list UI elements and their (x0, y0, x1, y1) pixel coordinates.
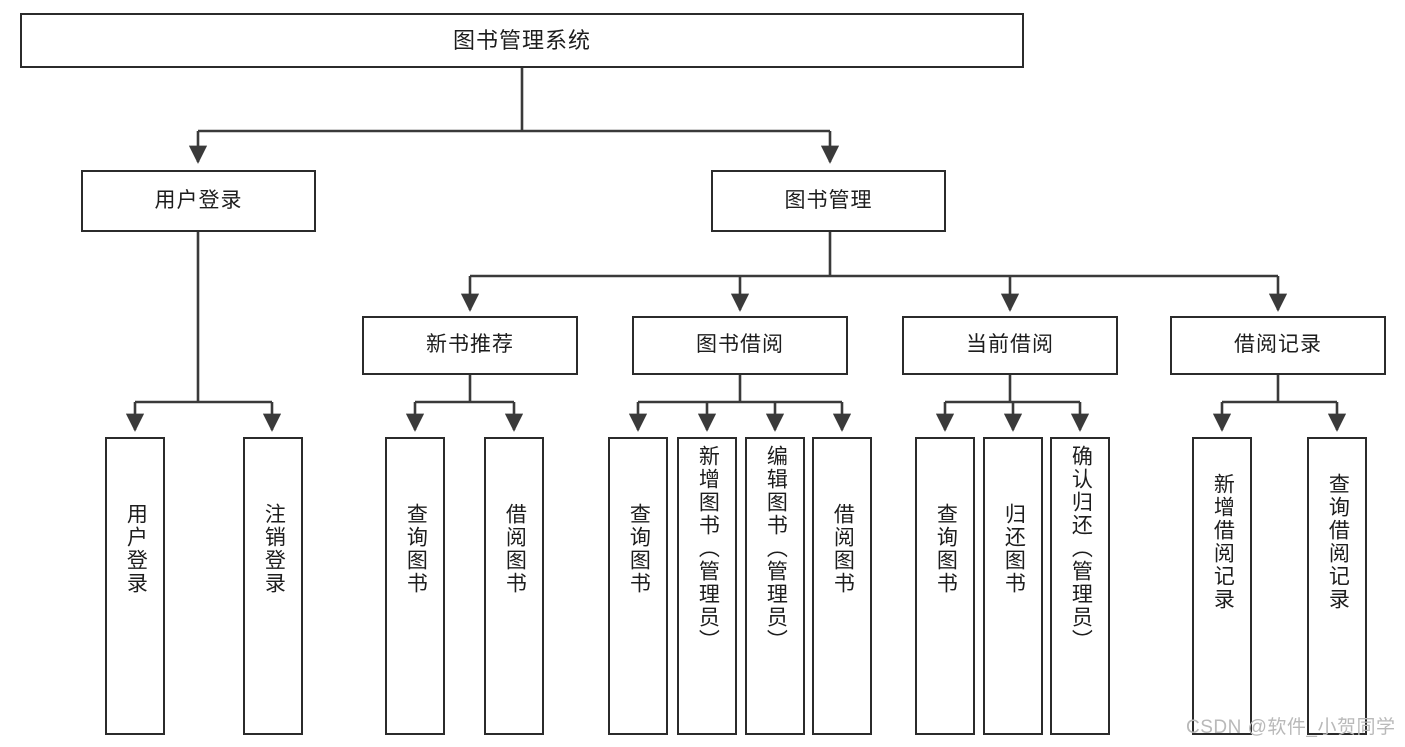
node-label: 编辑图书（管理员） (764, 445, 788, 652)
node-label: 查询图书 (404, 503, 428, 595)
node-label: 查询借阅记录 (1326, 473, 1350, 611)
leaf-book-borrow-edit-book-admin[interactable]: 编辑图书（管理员） (745, 437, 805, 735)
node-label: 查询图书 (627, 503, 651, 595)
node-label: 图书借阅 (696, 333, 784, 357)
leaf-new-book-query-book[interactable]: 查询图书 (385, 437, 445, 735)
leaf-current-borrow-confirm-return-admin[interactable]: 确认归还（管理员） (1050, 437, 1110, 735)
watermark-text: CSDN @软件_小贺同学 (1186, 717, 1396, 738)
node-label: 用户登录 (154, 188, 243, 212)
node-label: 注销登录 (262, 503, 286, 595)
node-label: 借阅记录 (1234, 333, 1322, 357)
node-label: 确认归还（管理员） (1069, 445, 1093, 652)
node-label: 借阅图书 (831, 503, 855, 595)
leaf-book-borrow-borrow-book[interactable]: 借阅图书 (812, 437, 872, 735)
leaf-current-borrow-return-book[interactable]: 归还图书 (983, 437, 1043, 735)
node-label: 用户登录 (124, 503, 148, 595)
node-current-borrowing[interactable]: 当前借阅 (902, 316, 1118, 375)
node-label: 新增借阅记录 (1211, 473, 1235, 611)
leaf-book-borrow-query-book[interactable]: 查询图书 (608, 437, 668, 735)
leaf-user-login-logout[interactable]: 注销登录 (243, 437, 303, 735)
leaf-new-book-borrow-book[interactable]: 借阅图书 (484, 437, 544, 735)
node-book-borrowing[interactable]: 图书借阅 (632, 316, 848, 375)
leaf-borrow-record-add-record[interactable]: 新增借阅记录 (1192, 437, 1252, 735)
node-label: 新增图书（管理员） (696, 445, 720, 652)
node-label: 当前借阅 (966, 333, 1054, 357)
leaf-current-borrow-query-book[interactable]: 查询图书 (915, 437, 975, 735)
node-label: 查询图书 (934, 503, 958, 595)
node-label: 新书推荐 (426, 333, 514, 357)
node-root-book-management-system[interactable]: 图书管理系统 (20, 13, 1024, 68)
node-borrowing-record[interactable]: 借阅记录 (1170, 316, 1386, 375)
leaf-borrow-record-query-record[interactable]: 查询借阅记录 (1307, 437, 1367, 735)
node-new-book-recommendation[interactable]: 新书推荐 (362, 316, 578, 375)
node-label: 图书管理 (784, 188, 873, 212)
leaf-user-login-login[interactable]: 用户登录 (105, 437, 165, 735)
node-label: 图书管理系统 (452, 27, 591, 53)
node-label: 归还图书 (1002, 503, 1026, 595)
leaf-book-borrow-add-book-admin[interactable]: 新增图书（管理员） (677, 437, 737, 735)
node-book-management[interactable]: 图书管理 (711, 170, 946, 232)
node-user-login[interactable]: 用户登录 (81, 170, 316, 232)
node-label: 借阅图书 (503, 503, 527, 595)
